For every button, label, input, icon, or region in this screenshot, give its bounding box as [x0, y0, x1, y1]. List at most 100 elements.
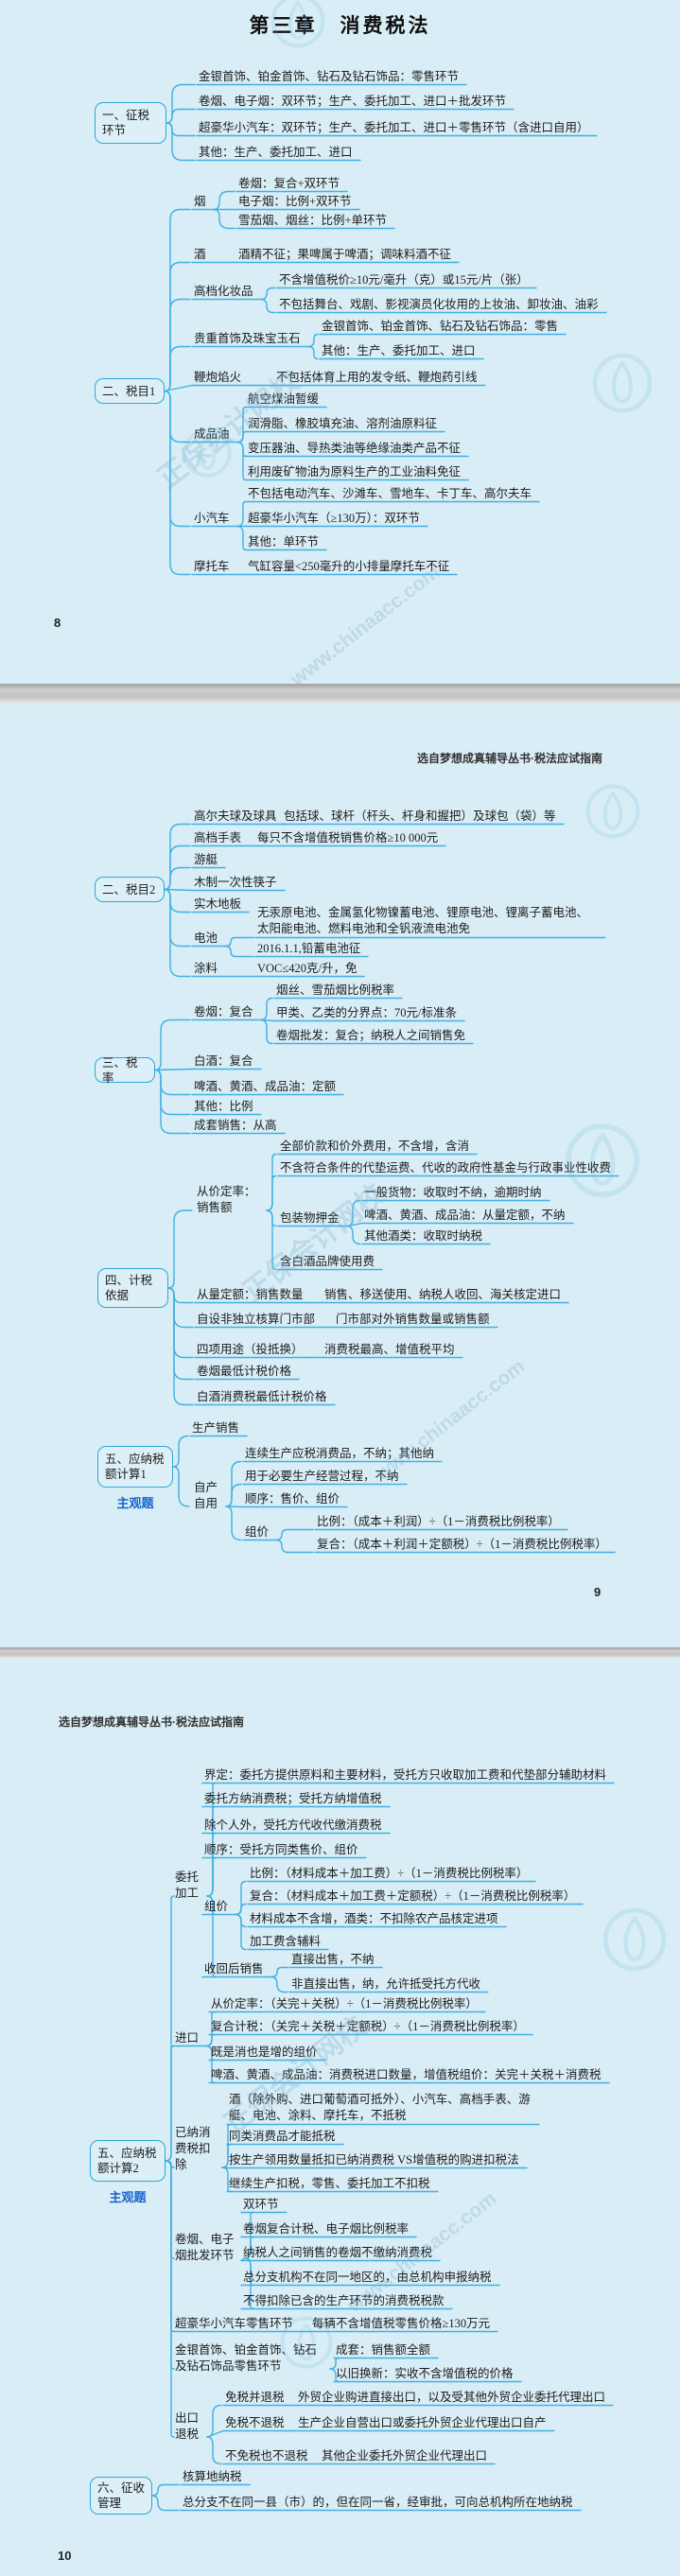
mindmap-branch: 其他：生产、委托加工、进口	[199, 146, 353, 159]
mindmap-branch: 电子烟：比例+双环节	[238, 195, 352, 208]
mindmap-branch: 免税不退税	[225, 2416, 285, 2429]
mindmap-branch: 2016.1.1,铅蓄电池征	[257, 942, 361, 955]
page-divider	[0, 684, 680, 705]
tag-label: 主观题	[109, 2190, 147, 2204]
mindmap-branch: 继续生产扣税，零售、委托加工不扣税	[229, 2177, 430, 2190]
mindmap-topic-box: 四、计税依据	[97, 1268, 168, 1308]
mindmap-branch: 金银首饰、铂金首饰、钻石及钻石饰品：零售环节	[199, 70, 460, 83]
mindmap-branch: 界定：委托方提供原料和主要材料，受托方只收取加工费和代垫部分辅助材料	[204, 1768, 607, 1782]
mindmap-branch: 实木地板	[194, 897, 242, 911]
mindmap-branch: 四项用途（投抵换）	[197, 1343, 304, 1356]
tag-label: 主观题	[116, 1496, 154, 1510]
mindmap-branch: 涂料	[194, 962, 218, 975]
mindmap-branch: 其他：单环节	[248, 535, 320, 548]
mindmap-branch: 顺序：售价、组价	[245, 1492, 340, 1506]
mindmap-topic-box: 五、应纳税额计算1	[97, 1446, 173, 1488]
mindmap-branch: 小汽车	[194, 512, 230, 525]
mindmap-branch: 比例：（成本＋利润）÷（1－消费税比例税率）	[317, 1515, 560, 1528]
mindmap-branch: 不包括电动汽车、沙滩车、雪地车、卡丁车、高尔夫车	[248, 487, 532, 500]
mindmap-branch: 除个人外，受托方代收代缴消费税	[204, 1819, 382, 1832]
mindmap-branch: 比例：（材料成本＋加工费）÷（1－消费税比例税率）	[250, 1867, 529, 1880]
mindmap-branch: 每辆不含增值税零售价格≥130万元	[312, 2317, 491, 2330]
mindmap-branch: 烟丝、雪茄烟比例税率	[276, 983, 395, 997]
mindmap-branch: 超豪华小汽车零售环节	[175, 2317, 294, 2330]
mindmap-branch: 收回后销售	[204, 1962, 264, 1976]
mindmap-branch: 甲类、乙类的分界点：70元/标准条	[276, 1006, 457, 1019]
mindmap-branch: 酒	[194, 248, 206, 261]
mindmap-branch: 不得扣除已含的生产环节的消费税税款	[243, 2294, 445, 2307]
mindmap-branch: 气缸容量<250毫升的小排量摩托车不征	[248, 560, 450, 573]
mindmap-branch: 成套销售：从高	[194, 1119, 277, 1132]
mindmap-topic-box: 五、应纳税额计算2	[90, 2140, 166, 2182]
page-divider	[0, 1647, 680, 1659]
mindmap-branch: 既是消也是增的组价	[211, 2045, 318, 2059]
mindmap-branch: 卷烟批发：复合；纳税人之间销售免	[276, 1029, 466, 1042]
mindmap-branch: 外贸企业购进直接出口，以及受其他外贸企业委托代理出口	[298, 2391, 606, 2404]
mindmap-branch: 不含增值税价≥10元/毫升（克）或15元/片（张）	[279, 273, 529, 287]
mindmap-branch: 不包括体育上用的发令纸、鞭炮药引线	[276, 371, 478, 384]
mindmap-branch: 总分支不在同一县（市）的，但在同一省，经审批，可向总机构所在地纳税	[183, 2496, 573, 2509]
mindmap-branch: 啤酒、黄酒、成品油：定额	[194, 1080, 337, 1093]
mindmap-branch: 连续生产应税消费品，不纳；其他纳	[245, 1447, 435, 1460]
mindmap-branch: 每只不含增值税销售价格≥10 000元	[257, 831, 439, 844]
mindmap-branch: 卷烟：复合+双环节	[238, 177, 340, 190]
mindmap-branch: 卷烟最低计税价格	[197, 1365, 292, 1378]
mindmap-branch: 烟	[194, 195, 206, 208]
mindmap-branch: 一般货物：收取时不纳，逾期时纳	[364, 1186, 542, 1199]
mindmap-topic-box: 六、征收管理	[90, 2477, 152, 2515]
mindmap-branch: 卷烟：复合	[194, 1005, 253, 1018]
mindmap-branch: 润滑脂、橡胶填充油、溶剂油原料征	[248, 417, 438, 430]
mindmap-branch: 啤酒、黄酒、成品油：消费税进口数量，增值税组价：关完＋关税＋消费税	[211, 2068, 602, 2081]
mindmap-branch: 包装物押金	[280, 1211, 340, 1225]
mindmap-branch: 组价	[204, 1900, 229, 1913]
mindmap-branch: 摩托车	[194, 560, 230, 573]
mindmap-branch: 用于必要生产经营过程，不纳	[245, 1470, 399, 1483]
mindmap-branch: 核算地纳税	[183, 2470, 242, 2483]
page-number: 10	[58, 2549, 72, 2563]
mindmap-branch: 复合：（材料成本＋加工费＋定额税）÷（1－消费税比例税率）	[250, 1889, 576, 1903]
mindmap-branch: 金银首饰、铂金首饰、钻石及钻石饰品零售环节	[175, 2343, 318, 2373]
mindmap-branch: 按生产领用数量抵扣已纳消费税 VS增值税的购进扣税法	[229, 2153, 519, 2167]
mindmap-branch: 非直接出售，纳，允许抵受托方代收	[291, 1977, 481, 1991]
page-number: 9	[594, 1585, 602, 1599]
mindmap-branch: 卷烟、电子烟批发环节	[175, 2233, 235, 2262]
mindmap-branch: 白酒：复合	[194, 1054, 253, 1068]
mindmap-branch: 双环节	[243, 2198, 279, 2211]
mindmap-branch: 酒（除外购、进口葡萄酒可抵外）、小汽车、高档手表、游艇、电池、涂料、摩托车，不抵…	[229, 2093, 531, 2122]
mindmap-branch: 加工费含辅料	[250, 1935, 322, 1948]
mindmap-branch: 以旧换新：实收不含增值税的价格	[336, 2367, 514, 2380]
mindmap-branch: 金银首饰、铂金首饰、钻石及钻石饰品：零售	[322, 320, 559, 333]
mindmap-branch: 白酒消费税最低计税价格	[197, 1390, 327, 1403]
mindmap-branch: 卷烟、电子烟：双环节；生产、委托加工、进口＋批发环节	[199, 95, 507, 108]
mindmap-branch: 变压器油、导热类油等绝缘油类产品不征	[248, 442, 462, 455]
mindmap-branch: 无汞原电池、金属氢化物镍蓄电池、锂原电池、锂离子蓄电池、太阳能电池、燃料电池和全…	[257, 906, 589, 935]
mindmap-branch: 从价定率：（关完＋关税）÷（1－消费税比例税率）	[211, 1997, 478, 2010]
page-9	[0, 705, 680, 1647]
mindmap-branch: 同类消费品才能抵税	[229, 2130, 336, 2143]
mindmap-branch: 从价定率：销售额	[197, 1185, 256, 1214]
mindmap-branch: 不含符合条件的代垫运费、代收的政府性基金与行政事业性收费	[280, 1161, 612, 1175]
mindmap-branch: 啤酒、黄酒、成品油：从量定额，不纳	[364, 1209, 566, 1222]
mindmap-branch: 航空煤油暂缓	[248, 392, 320, 406]
mindmap-branch: 超豪华小汽车（≥130万）：双环节	[248, 512, 420, 525]
mindmap-branch: 直接出售，不纳	[291, 1953, 375, 1966]
chapter-title: 第三章 消费税法	[249, 15, 431, 37]
mindmap-branch: 其他：生产、委托加工、进口	[322, 344, 476, 357]
mindmap-branch: 自产自用	[194, 1481, 218, 1510]
mindmap-branch: 生产销售	[192, 1421, 240, 1435]
mindmap-branch: 消费税最高、增值税平均	[324, 1343, 455, 1356]
mindmap-branch: 门市部对外销售数量或销售额	[336, 1313, 490, 1326]
mindmap-branch: 游艇	[194, 853, 218, 866]
mindmap-topic-box: 三、税率	[95, 1056, 155, 1085]
mindmap-branch: 生产企业自营出口或委托外贸企业代理出口自产	[298, 2416, 547, 2429]
mindmap-branch: 卷烟复合计税、电子烟比例税率	[243, 2222, 410, 2236]
mindmap-branch: 利用废矿物油为原料生产的工业油料免征	[248, 465, 462, 479]
page-number: 8	[54, 616, 61, 630]
mindmap-branch: 成套：销售额全额	[336, 2343, 431, 2357]
page-header: 选自梦想成真辅导丛书·税法应试指南	[59, 1715, 244, 1729]
mindmap-topic-box: 二、税目1	[95, 378, 165, 404]
mindmap-branch: 总分支机构不在同一地区的，由总机构申报纳税	[243, 2271, 492, 2284]
mindmap-branch: 委托方纳消费税；受托方纳增值税	[204, 1792, 382, 1805]
mindmap-branch: 超豪华小汽车：双环节；生产、委托加工、进口＋零售环节（含进口自用）	[199, 121, 589, 134]
